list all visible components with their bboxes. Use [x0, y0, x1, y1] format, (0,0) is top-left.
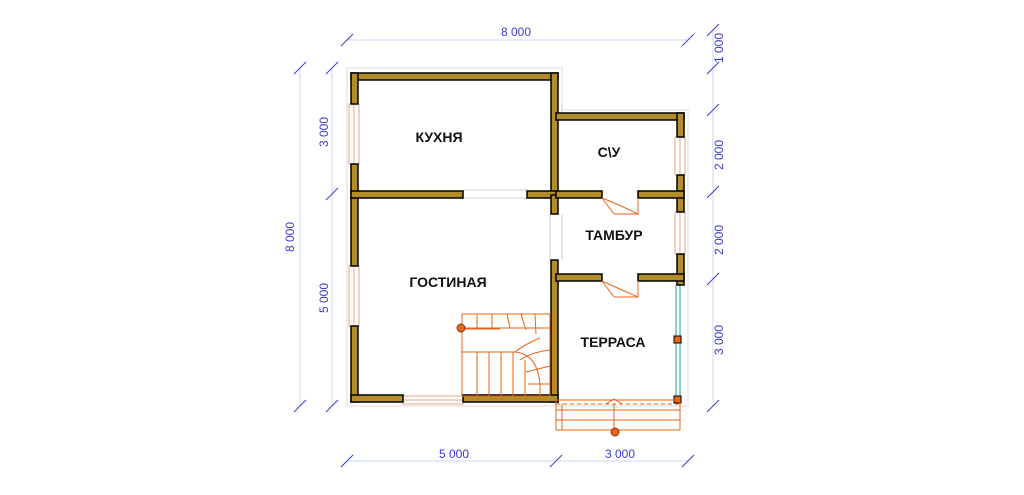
terrace-rail	[673, 285, 682, 404]
dimension-right	[706, 23, 720, 413]
dimension-top	[340, 33, 695, 47]
dim-left-upper: 3 000	[317, 117, 331, 147]
dim-top-total: 8 000	[501, 25, 531, 39]
dimension-left-parts	[325, 61, 339, 413]
room-label-living: ГОСТИНАЯ	[409, 274, 486, 290]
walls	[350, 72, 685, 403]
entrance-steps	[555, 398, 681, 437]
room-label-terrace: ТЕРРАСА	[581, 334, 646, 350]
staircase	[456, 313, 551, 397]
dimension-bottom	[340, 454, 695, 468]
dim-bottom-right: 3 000	[605, 447, 635, 461]
entrance-marker	[610, 427, 620, 437]
door-vestibule	[601, 197, 639, 215]
footprint-outline	[346, 67, 689, 407]
dim-left-lower: 5 000	[317, 283, 331, 313]
terrace-post-upper	[673, 335, 682, 344]
dim-left-total: 8 000	[283, 222, 297, 252]
dim-right-bathroom: 2 000	[712, 140, 726, 170]
dim-right-terrace: 3 000	[712, 325, 726, 355]
dim-bottom-left: 5 000	[439, 447, 469, 461]
interior-lines	[463, 104, 563, 260]
dimension-left-total	[293, 61, 307, 413]
room-label-kitchen: КУХНЯ	[415, 129, 462, 145]
dim-right-vestibule: 2 000	[712, 225, 726, 255]
room-label-bathroom: С\У	[598, 144, 621, 160]
door-terrace	[601, 280, 639, 298]
stair-marker-top	[456, 323, 466, 333]
windows	[348, 103, 686, 405]
room-label-vestibule: ТАМБУР	[585, 227, 642, 243]
dim-right-top: 1 000	[712, 33, 726, 63]
